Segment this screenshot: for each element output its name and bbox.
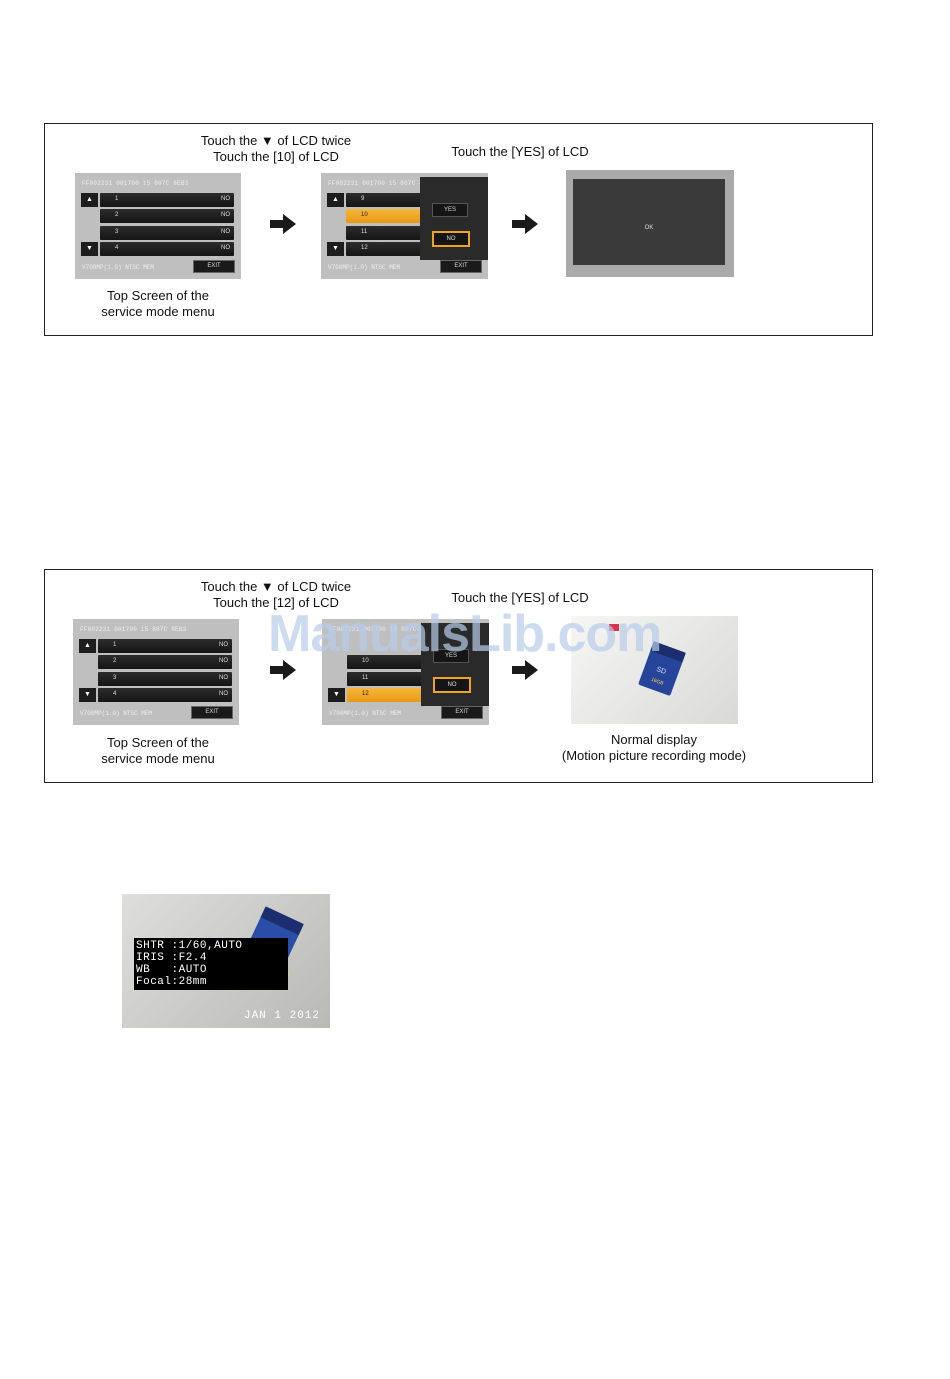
osd-display-image: 16GB SHTR :1/60,AUTO IRIS :F2.4 WB :AUTO…	[122, 894, 330, 1028]
row-value: NO	[221, 229, 230, 235]
caption-line: Normal display	[611, 732, 697, 747]
instruction-line: Touch the ▼ of LCD twice	[200, 579, 352, 594]
iris-readout: IRIS :F2.4	[136, 952, 208, 964]
caption-line: Top Screen of the	[107, 735, 209, 750]
row-number: 12	[362, 691, 369, 697]
sd-card-image: SD 16GB	[609, 624, 686, 696]
menu-row[interactable]: 1 NO	[98, 639, 232, 653]
menu-footer: V700MP(1.0) NTSC MEM	[329, 710, 402, 717]
menu-row[interactable]: 1 NO	[100, 193, 234, 207]
row-number: 2	[113, 658, 117, 664]
instruction-line: Touch the [12] of LCD	[213, 595, 339, 610]
rec-indicator-icon	[609, 624, 619, 631]
caption-line: service mode menu	[101, 751, 215, 766]
osd-info-box: SHTR :1/60,AUTO IRIS :F2.4 WB :AUTO Foca…	[134, 938, 288, 990]
right-arrow-icon	[270, 214, 296, 234]
instruction-right: Touch the [YES] of LCD	[451, 590, 589, 605]
row-number: 11	[362, 675, 369, 681]
service-menu-dialog-screen: FF002231 001700 15 807C 8EB3 ▲ 9 10 11 ▼…	[321, 173, 488, 279]
normal-display-image: SD 16GB	[571, 616, 738, 724]
row-number: 1	[113, 642, 117, 648]
ok-screen-lcd: OK	[573, 179, 725, 265]
menu-header: FF002231 001700 15 807C 8EB3	[329, 626, 436, 633]
confirm-dialog: YES NO	[420, 177, 488, 260]
up-arrow-button[interactable]: ▲	[79, 639, 96, 653]
row-number: 4	[115, 245, 119, 251]
focal-readout: Focal:28mm	[136, 976, 208, 988]
menu-row[interactable]: 2 NO	[100, 209, 234, 223]
watermark: ManualsLib.com	[268, 605, 662, 663]
up-arrow-button[interactable]: ▲	[81, 193, 98, 207]
caption-line: service mode menu	[101, 304, 215, 319]
sd-card-size: 16GB	[650, 677, 665, 687]
row-value: NO	[219, 675, 228, 681]
yes-button[interactable]: YES	[433, 649, 469, 663]
menu-row[interactable]: 2 NO	[98, 655, 232, 669]
menu-footer: V700MP(1.0) NTSC MEM	[328, 264, 401, 271]
service-menu-dialog-screen: FF002231 001700 15 807C 8EB3 10 11 ▼ 12 …	[322, 619, 489, 725]
menu-header: FF002231 001700 15 807C 8EB3	[82, 180, 189, 187]
shutter-readout: SHTR :1/60,AUTO	[136, 940, 243, 952]
ok-screen: OK	[566, 170, 734, 277]
exit-button[interactable]: EXIT	[440, 260, 482, 273]
ok-text: OK	[644, 225, 654, 231]
yes-button[interactable]: YES	[432, 203, 468, 217]
row-value: NO	[221, 196, 230, 202]
row-number: 4	[113, 691, 117, 697]
menu-row[interactable]: 3 NO	[100, 226, 234, 240]
row-number: 3	[115, 229, 119, 235]
row-value: NO	[221, 245, 230, 251]
row-number: 10	[362, 658, 369, 664]
up-arrow-button[interactable]: ▲	[327, 193, 344, 207]
instruction-line: Touch the ▼ of LCD twice	[200, 133, 352, 148]
down-arrow-button[interactable]: ▼	[328, 688, 345, 702]
menu-header: FF002231 001700 15 807C 8EB3	[80, 626, 187, 633]
row-number: 1	[115, 196, 119, 202]
menu-footer: V700MP(1.0) NTSC MEM	[82, 264, 155, 271]
row-number: 10	[361, 212, 368, 218]
normal-display-caption: Normal display (Motion picture recording…	[554, 732, 754, 764]
right-arrow-icon	[270, 660, 296, 680]
instruction-left: Touch the ▼ of LCD twice Touch the [12] …	[176, 579, 376, 611]
row-number: 12	[361, 245, 368, 251]
menu-header: FF002231 001700 15 807C 8EB3	[328, 180, 435, 187]
caption-line: Top Screen of the	[107, 288, 209, 303]
no-button[interactable]: NO	[432, 231, 470, 247]
row-value: NO	[219, 691, 228, 697]
instruction-line: Touch the [10] of LCD	[213, 149, 339, 164]
right-arrow-icon	[512, 660, 538, 680]
instruction-left: Touch the ▼ of LCD twice Touch the [10] …	[176, 133, 376, 165]
no-button[interactable]: NO	[433, 677, 471, 693]
menu-row[interactable]: 4 NO	[98, 688, 232, 702]
menu-footer: V700MP(1.0) NTSC MEM	[80, 710, 153, 717]
row-number: 9	[361, 196, 365, 202]
menu-caption: Top Screen of the service mode menu	[58, 735, 258, 767]
exit-button[interactable]: EXIT	[441, 706, 483, 719]
right-arrow-icon	[512, 214, 538, 234]
row-value: NO	[219, 642, 228, 648]
instruction-right: Touch the [YES] of LCD	[451, 144, 589, 159]
row-number: 3	[113, 675, 117, 681]
row-number: 2	[115, 212, 119, 218]
date-readout: JAN 1 2012	[243, 1010, 320, 1022]
down-arrow-button[interactable]: ▼	[79, 688, 96, 702]
row-value: NO	[219, 658, 228, 664]
menu-row[interactable]: 4 NO	[100, 242, 234, 256]
exit-button[interactable]: EXIT	[191, 706, 233, 719]
row-number: 11	[361, 229, 368, 235]
exit-button[interactable]: EXIT	[193, 260, 235, 273]
confirm-dialog: YES NO	[421, 623, 489, 706]
wb-readout: WB :AUTO	[136, 964, 208, 976]
caption-line: (Motion picture recording mode)	[561, 748, 747, 763]
menu-row[interactable]: 3 NO	[98, 672, 232, 686]
down-arrow-button[interactable]: ▼	[81, 242, 98, 256]
row-value: NO	[221, 212, 230, 218]
down-arrow-button[interactable]: ▼	[327, 242, 344, 256]
menu-caption: Top Screen of the service mode menu	[58, 288, 258, 320]
sd-card-label: SD	[655, 666, 667, 676]
